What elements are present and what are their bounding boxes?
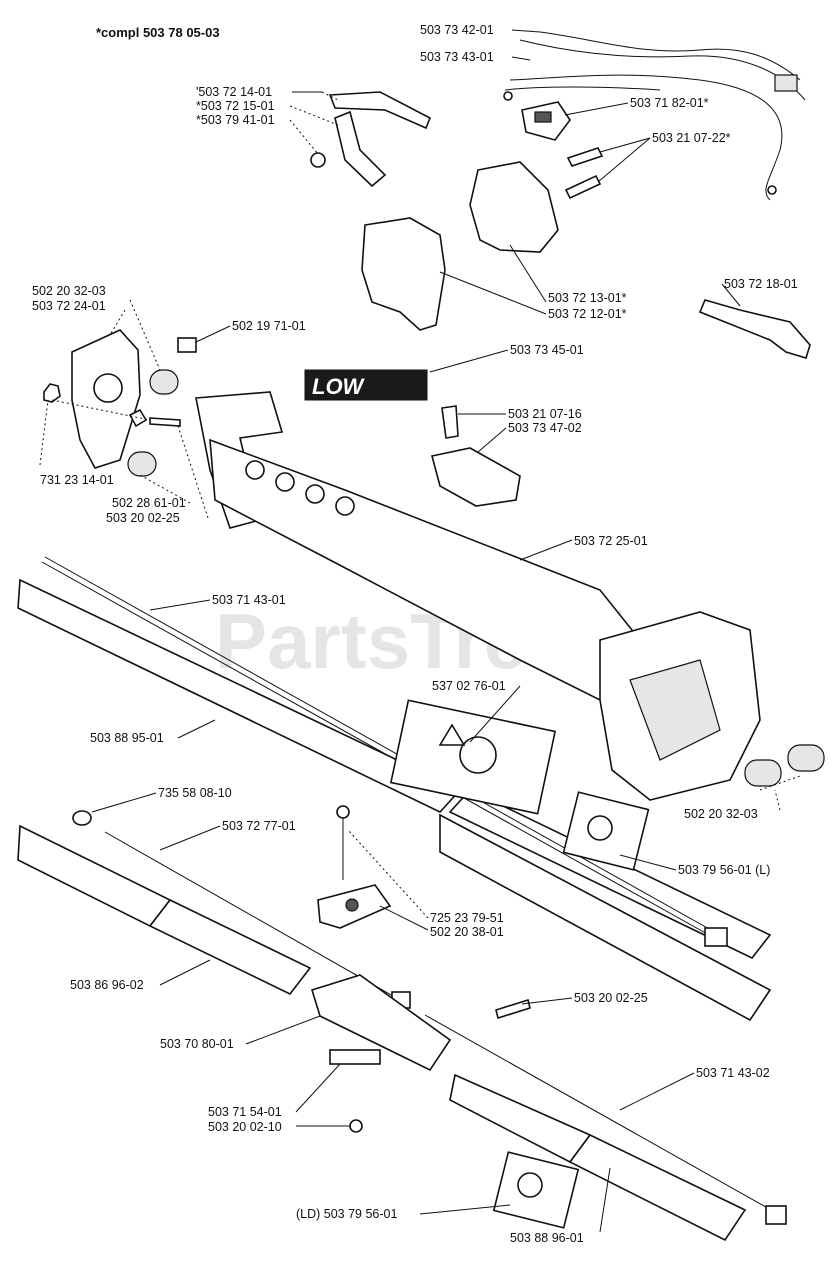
throttle-rod bbox=[698, 299, 811, 359]
part-label-502-20-32-03-right: 502 20 32-03 bbox=[684, 807, 758, 821]
handle-housing-left bbox=[361, 217, 446, 331]
shaft-end-bottom bbox=[765, 1205, 787, 1225]
housing-ribs bbox=[629, 659, 721, 761]
wing-knob-hole bbox=[345, 898, 359, 912]
handle-housing-right bbox=[469, 161, 559, 253]
warning-decal-circle bbox=[459, 736, 497, 774]
tube-bottom-1 bbox=[449, 1073, 592, 1164]
part-label-503-73-43-01: 503 73 43-01 bbox=[420, 50, 494, 64]
part-label-502-28-61-01: 502 28 61-01 bbox=[112, 496, 186, 510]
part-label-503-72-12-01: 503 72 12-01* bbox=[548, 307, 627, 321]
shaft-end-upper bbox=[704, 927, 728, 947]
part-label-502-19-71-01: 502 19 71-01 bbox=[232, 319, 306, 333]
decal-low-text: LOW bbox=[312, 374, 366, 399]
damper-a bbox=[744, 759, 782, 787]
wire-terminal bbox=[767, 185, 777, 195]
tube-bottom-2 bbox=[568, 1133, 747, 1242]
screw-small bbox=[441, 405, 459, 439]
part-label-537-02-76-01: 537 02 76-01 bbox=[432, 679, 506, 693]
nut bbox=[43, 383, 61, 403]
tube-lower-left-2 bbox=[148, 898, 312, 996]
header-note: *compl 503 78 05-03 bbox=[96, 25, 220, 40]
part-label-731-23-14-01: 731 23 14-01 bbox=[40, 473, 114, 487]
screw-a bbox=[566, 147, 604, 167]
part-label-503-71-54-01: 503 71 54-01 bbox=[208, 1105, 282, 1119]
part-label-503-86-96-02: 503 86 96-02 bbox=[70, 978, 144, 992]
coupler-clamp-plate bbox=[329, 1049, 381, 1065]
decal-l-symbol bbox=[587, 815, 613, 841]
part-label-503-73-42-01: 503 73 42-01 bbox=[420, 23, 494, 37]
part-label-503-21-07-22: 503 21 07-22* bbox=[652, 131, 731, 145]
part-label-503-71-82-01: 503 71 82-01* bbox=[630, 96, 709, 110]
trigger-spring bbox=[310, 152, 326, 168]
part-label-503-88-96-01: 503 88 96-01 bbox=[510, 1231, 584, 1245]
part-label-502-20-38-01: 502 20 38-01 bbox=[430, 925, 504, 939]
screw-b bbox=[564, 174, 602, 200]
rubber-bushing-upper bbox=[149, 369, 179, 395]
clamp-bolt bbox=[149, 417, 181, 427]
leader-lines bbox=[39, 29, 801, 1233]
part-label-503-21-07-16: 503 21 07-16 bbox=[508, 407, 582, 421]
part-label-503-72-77-01: 503 72 77-01 bbox=[222, 819, 296, 833]
drive-shaft-upper bbox=[44, 556, 721, 936]
coupler bbox=[311, 974, 452, 1072]
wire-harness-upper-2 bbox=[519, 39, 806, 101]
stop-switch-button bbox=[534, 111, 552, 123]
part-label-502-20-32-03-top: 502 20 32-03 bbox=[32, 284, 106, 298]
part-label-735-58-08-10: 735 58 08-10 bbox=[158, 786, 232, 800]
part-label-503-79-56-01-l: 503 79 56-01 (L) bbox=[678, 863, 770, 877]
wire-harness-branch bbox=[504, 86, 661, 91]
rubber-bushing-lower bbox=[127, 451, 157, 477]
tube-lower-left bbox=[17, 824, 172, 928]
shaft-hole-2 bbox=[275, 472, 295, 492]
square-nut bbox=[177, 337, 197, 353]
decal-low-box bbox=[304, 369, 428, 401]
tube-upper-2 bbox=[448, 789, 772, 960]
part-label-503-20-02-25-bottom: 503 20 02-25 bbox=[574, 991, 648, 1005]
part-label-503-71-43-01: 503 71 43-01 bbox=[212, 593, 286, 607]
part-label-503-72-24-01: 503 72 24-01 bbox=[32, 299, 106, 313]
throttle-trigger bbox=[334, 110, 387, 188]
part-label-503-73-45-01: 503 73 45-01 bbox=[510, 343, 584, 357]
part-label-503-72-25-01: 503 72 25-01 bbox=[574, 534, 648, 548]
knob-bolt-head bbox=[336, 805, 350, 819]
washer bbox=[72, 810, 92, 826]
damper-b bbox=[787, 744, 825, 772]
throttle-lever bbox=[328, 91, 432, 130]
warning-triangle bbox=[438, 723, 466, 746]
wire-terminal-2 bbox=[503, 91, 513, 101]
drive-shaft-lower bbox=[104, 831, 401, 1001]
part-label-503-72-15-01: *503 72 15-01 bbox=[196, 99, 275, 113]
part-label-503-70-80-01: 503 70 80-01 bbox=[160, 1037, 234, 1051]
tube-upper-1 bbox=[17, 578, 462, 813]
part-label-503-88-95-01: 503 88 95-01 bbox=[90, 731, 164, 745]
coupler-screw bbox=[349, 1119, 363, 1133]
part-label-725-23-79-51: 725 23 79-51 bbox=[430, 911, 504, 925]
part-label-503-20-02-25-top: 503 20 02-25 bbox=[106, 511, 180, 525]
part-label-503-71-43-02: 503 71 43-02 bbox=[696, 1066, 770, 1080]
screw-c bbox=[495, 998, 531, 1020]
drive-shaft-upper-b bbox=[41, 561, 719, 941]
part-label-503-72-14-01: '503 72 14-01 bbox=[196, 85, 272, 99]
decal-ld-symbol bbox=[517, 1172, 543, 1198]
part-label-503-79-56-01-ld: (LD) 503 79 56-01 bbox=[296, 1207, 398, 1221]
part-label-503-72-18-01: 503 72 18-01 bbox=[724, 277, 798, 291]
tube-mid-right bbox=[439, 813, 772, 1022]
shaft-hole-3 bbox=[305, 484, 325, 504]
clamp-insert bbox=[128, 408, 148, 428]
part-label-503-72-13-01: 503 72 13-01* bbox=[548, 291, 627, 305]
wire-harness-lower bbox=[509, 74, 783, 201]
adapter-sleeve bbox=[431, 447, 521, 507]
clamp-hole bbox=[93, 373, 123, 403]
part-label-503-20-02-10: 503 20 02-10 bbox=[208, 1120, 282, 1134]
drive-shaft-bottom bbox=[424, 1014, 781, 1216]
shaft-hole-4 bbox=[335, 496, 355, 516]
shaft-hole-1 bbox=[245, 460, 265, 480]
wire-harness-upper bbox=[539, 31, 801, 81]
wire-connector bbox=[774, 74, 798, 92]
part-label-503-73-47-02: 503 73 47-02 bbox=[508, 421, 582, 435]
part-label-503-79-41-01: *503 79 41-01 bbox=[196, 113, 275, 127]
